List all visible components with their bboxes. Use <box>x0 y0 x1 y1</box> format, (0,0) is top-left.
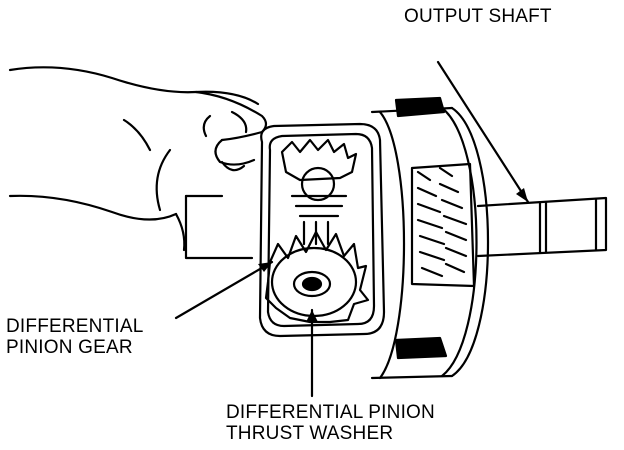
output-shaft <box>476 196 608 258</box>
ring-gear-teeth <box>410 162 476 288</box>
carrier-window <box>258 122 386 338</box>
differential-case <box>370 106 490 380</box>
case-lugs <box>394 96 448 360</box>
thrust-washer-label: DIFFERENTIAL PINION THRUST WASHER <box>226 402 435 444</box>
left-shaft <box>184 194 254 260</box>
hand <box>8 66 268 252</box>
thrust-washer-label-line1: DIFFERENTIAL PINION <box>226 402 435 423</box>
pinion-gear <box>264 230 370 324</box>
output-shaft-label-text: OUTPUT SHAFT <box>404 6 552 27</box>
upper-side-gear <box>280 138 358 246</box>
leader-arrowheads <box>258 188 528 322</box>
thrust-washer-label-line2: THRUST WASHER <box>226 423 394 444</box>
leader-lines <box>174 60 530 398</box>
pinion-gear-label-line1: DIFFERENTIAL <box>6 316 144 337</box>
pinion-gear-label: DIFFERENTIAL PINION GEAR <box>6 316 144 358</box>
output-shaft-label: OUTPUT SHAFT <box>404 6 552 27</box>
pinion-gear-label-line2: PINION GEAR <box>6 337 133 358</box>
